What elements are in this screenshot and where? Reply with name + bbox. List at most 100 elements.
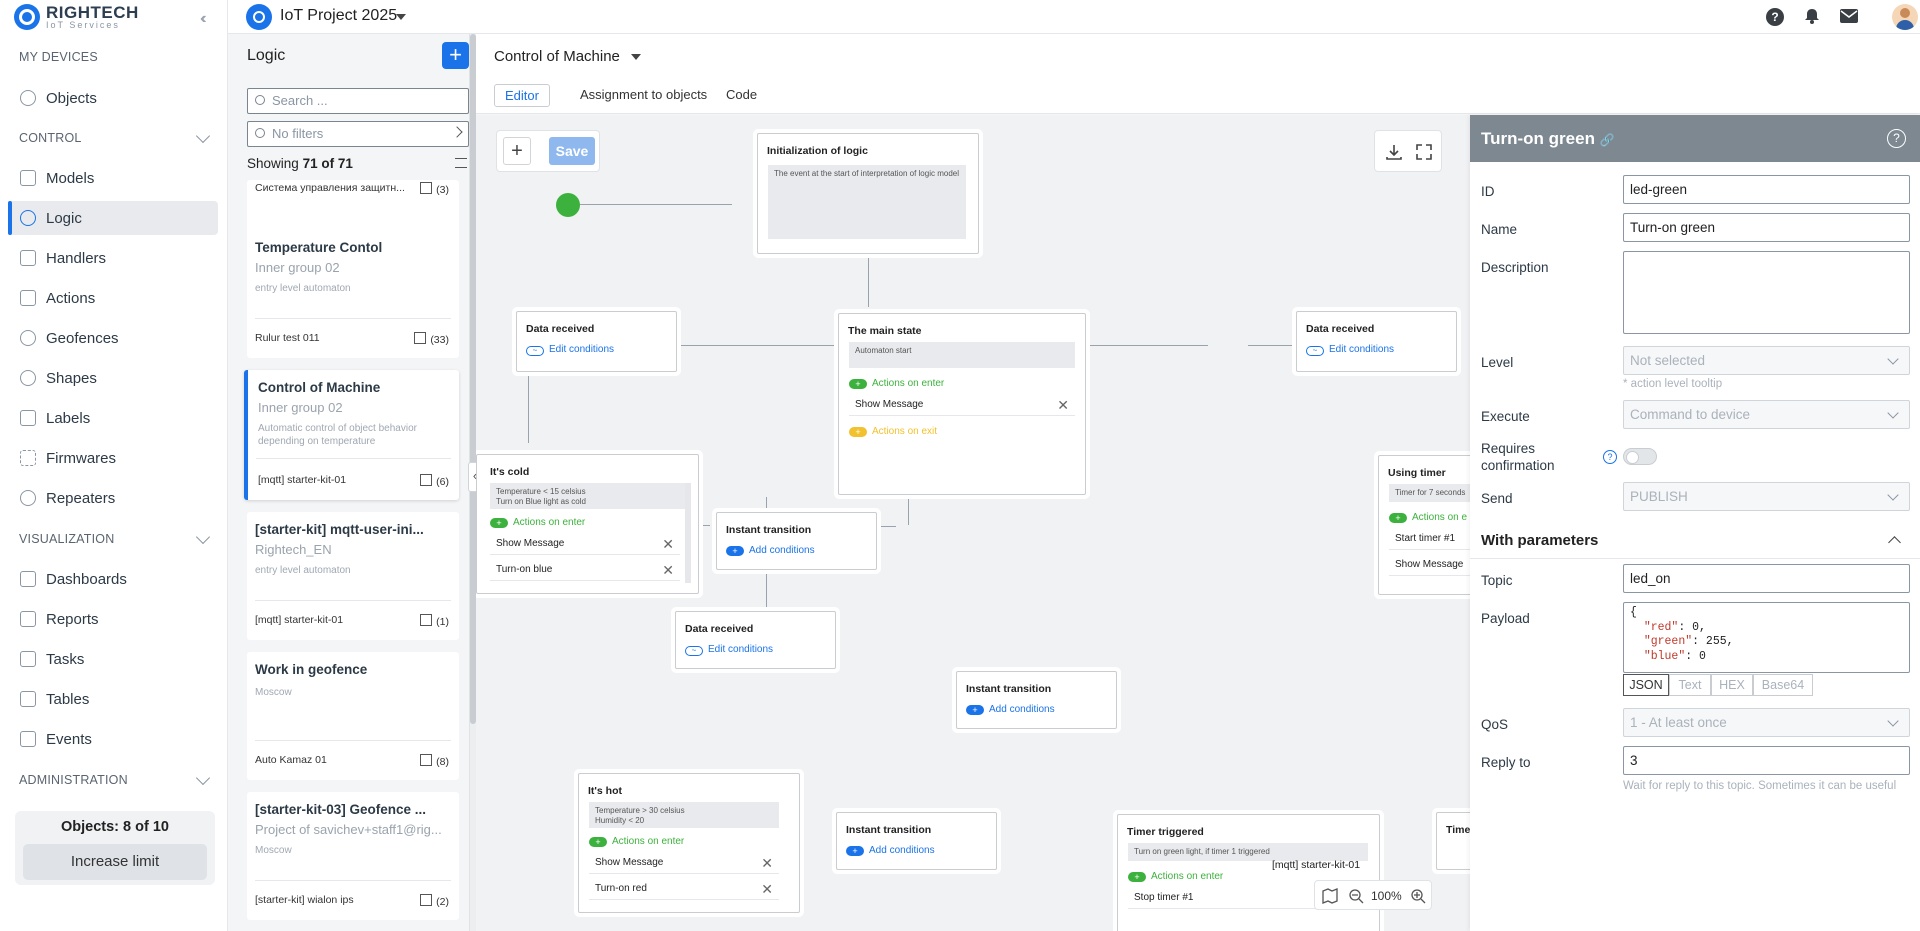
sidebar-item-tables[interactable]: Tables xyxy=(8,682,218,716)
search-input[interactable]: Search ... xyxy=(247,88,469,114)
help-icon[interactable]: ? xyxy=(1603,450,1617,464)
transition-instant[interactable]: Instant transition +Add conditions xyxy=(956,671,1117,729)
level-select[interactable]: Not selected xyxy=(1623,346,1910,375)
sidebar-item-geofences[interactable]: Geofences xyxy=(8,321,218,355)
chevron-down-icon[interactable] xyxy=(195,529,211,545)
zoom-in-icon[interactable] xyxy=(1409,887,1427,905)
sidebar-item-events[interactable]: Events xyxy=(8,722,218,756)
state-main[interactable]: The main state Automaton start +Actions … xyxy=(838,313,1086,495)
action-row[interactable]: Show Message✕ xyxy=(589,852,779,874)
close-icon[interactable]: ✕ xyxy=(662,562,674,578)
transition-data-received[interactable]: Data received ~Edit conditions xyxy=(1296,311,1457,372)
caret-down-icon[interactable] xyxy=(631,54,641,60)
transition-timer[interactable]: Time xyxy=(1436,812,1470,870)
close-icon[interactable]: ✕ xyxy=(662,536,674,552)
format-json[interactable]: JSON xyxy=(1623,674,1669,696)
actions-on-enter[interactable]: +Actions on enter xyxy=(589,836,684,847)
format-hex[interactable]: HEX xyxy=(1711,674,1753,696)
save-button[interactable]: Save xyxy=(549,137,595,165)
increase-limit-button[interactable]: Increase limit xyxy=(23,844,207,880)
scrollbar-thumb[interactable] xyxy=(470,34,476,724)
chevron-down-icon[interactable] xyxy=(195,770,211,786)
chevron-up-icon[interactable] xyxy=(1888,536,1901,549)
section-control[interactable]: CONTROL xyxy=(19,131,82,145)
caret-down-icon[interactable] xyxy=(396,14,406,20)
id-field[interactable]: led-green xyxy=(1623,175,1910,204)
tab-assignment[interactable]: Assignment to objects xyxy=(580,87,708,102)
add-logic-button[interactable]: + xyxy=(442,42,469,69)
help-icon[interactable]: ? xyxy=(1766,8,1784,26)
project-selector[interactable]: IoT Project 2025 xyxy=(280,7,398,24)
list-item-selected[interactable]: Control of Machine Inner group 02 Automa… xyxy=(244,370,459,500)
list-item[interactable]: Temperature Contol Inner group 02 entry … xyxy=(247,230,459,358)
edit-conditions-button[interactable]: ~Edit conditions xyxy=(685,644,773,656)
name-field[interactable]: Turn-on green xyxy=(1623,213,1910,242)
tab-code[interactable]: Code xyxy=(726,87,758,102)
section-administration[interactable]: ADMINISTRATION xyxy=(19,773,128,787)
action-row[interactable]: Start timer #1 xyxy=(1389,528,1470,550)
sidebar-item-labels[interactable]: Labels xyxy=(8,401,218,435)
mail-icon[interactable] xyxy=(1840,9,1858,23)
help-icon[interactable]: ? xyxy=(1887,129,1906,148)
sidebar-item-tasks[interactable]: Tasks xyxy=(8,642,218,676)
sidebar-item-models[interactable]: Models xyxy=(8,161,218,195)
payload-editor[interactable]: { "red": 0, "green": 255, "blue": 0 xyxy=(1623,602,1910,673)
map-icon[interactable] xyxy=(1321,887,1339,905)
sidebar-item-firmwares[interactable]: Firmwares xyxy=(8,441,218,475)
state-using-timer[interactable]: Using timer Timer for 7 seconds +Actions… xyxy=(1378,455,1470,595)
list-item[interactable]: [starter-kit] mqtt-user-ini... Rightech_… xyxy=(247,512,459,640)
logic-canvas[interactable]: + Save Initialization of logic The event… xyxy=(476,115,1470,931)
actions-on-exit[interactable]: +Actions on exit xyxy=(849,426,937,437)
sidebar-item-repeaters[interactable]: Repeaters xyxy=(8,481,218,515)
list-item[interactable]: [starter-kit-03] Geofence ... Project of… xyxy=(247,792,459,920)
sidebar-item-actions[interactable]: Actions xyxy=(8,281,218,315)
format-text[interactable]: Text xyxy=(1669,674,1711,696)
params-section-title[interactable]: With parameters xyxy=(1481,532,1599,549)
link-icon[interactable]: 🔗 xyxy=(1599,133,1615,147)
description-field[interactable] xyxy=(1623,251,1910,334)
action-row[interactable]: Turn-on blue✕ xyxy=(490,559,680,581)
state-init[interactable]: Initialization of logic The event at the… xyxy=(757,133,979,254)
action-row[interactable]: Turn-on red✕ xyxy=(589,878,779,900)
sidebar-item-objects[interactable]: Objects xyxy=(8,81,218,115)
transition-data-received[interactable]: Data received ~Edit conditions xyxy=(516,311,677,372)
logic-title-dropdown[interactable]: Control of Machine xyxy=(494,48,620,65)
start-node[interactable] xyxy=(556,193,580,217)
bell-icon[interactable] xyxy=(1804,8,1820,24)
sidebar-item-logic[interactable]: Logic xyxy=(8,201,218,235)
format-base64[interactable]: Base64 xyxy=(1753,674,1813,696)
download-icon[interactable] xyxy=(1385,143,1403,161)
sidebar-item-dashboards[interactable]: Dashboards xyxy=(8,562,218,596)
transition-instant[interactable]: Instant transition +Add conditions xyxy=(716,512,877,570)
actions-on-enter[interactable]: +Actions on enter xyxy=(490,517,585,528)
scrollbar[interactable] xyxy=(685,483,691,583)
list-item[interactable]: Work in geofence Moscow Auto Kamaz 01 (8… xyxy=(247,652,459,780)
requires-confirmation-toggle[interactable] xyxy=(1623,448,1657,465)
topic-field[interactable]: led_on xyxy=(1623,564,1910,593)
edit-conditions-button[interactable]: ~Edit conditions xyxy=(1306,344,1394,356)
fullscreen-icon[interactable] xyxy=(1415,143,1433,161)
section-visualization[interactable]: VISUALIZATION xyxy=(19,532,115,546)
reply-field[interactable]: 3 xyxy=(1623,746,1910,775)
sort-icon[interactable] xyxy=(455,158,467,168)
close-icon[interactable]: ✕ xyxy=(761,855,773,871)
transition-instant[interactable]: Instant transition +Add conditions xyxy=(836,812,997,870)
action-row[interactable]: Show Message xyxy=(1389,554,1470,576)
actions-on-enter[interactable]: +Actions on enter xyxy=(849,378,944,389)
add-conditions-button[interactable]: +Add conditions xyxy=(846,845,935,856)
sidebar-item-shapes[interactable]: Shapes xyxy=(8,361,218,395)
action-row[interactable]: Show Message✕ xyxy=(490,533,680,555)
add-conditions-button[interactable]: +Add conditions xyxy=(726,545,815,556)
sidebar-item-handlers[interactable]: Handlers xyxy=(8,241,218,275)
brand-logo[interactable]: RIGHTECH IoT Services xyxy=(14,4,139,30)
action-row[interactable]: Show Message✕ xyxy=(849,394,1075,416)
add-state-button[interactable]: + xyxy=(503,137,531,165)
execute-select[interactable]: Command to device xyxy=(1623,400,1910,429)
edit-conditions-button[interactable]: ~Edit conditions xyxy=(526,344,614,356)
close-icon[interactable]: ✕ xyxy=(1057,397,1069,413)
add-conditions-button[interactable]: +Add conditions xyxy=(966,704,1055,715)
send-select[interactable]: PUBLISH xyxy=(1623,482,1910,511)
actions-on-enter[interactable]: +Actions on enter xyxy=(1128,871,1223,882)
